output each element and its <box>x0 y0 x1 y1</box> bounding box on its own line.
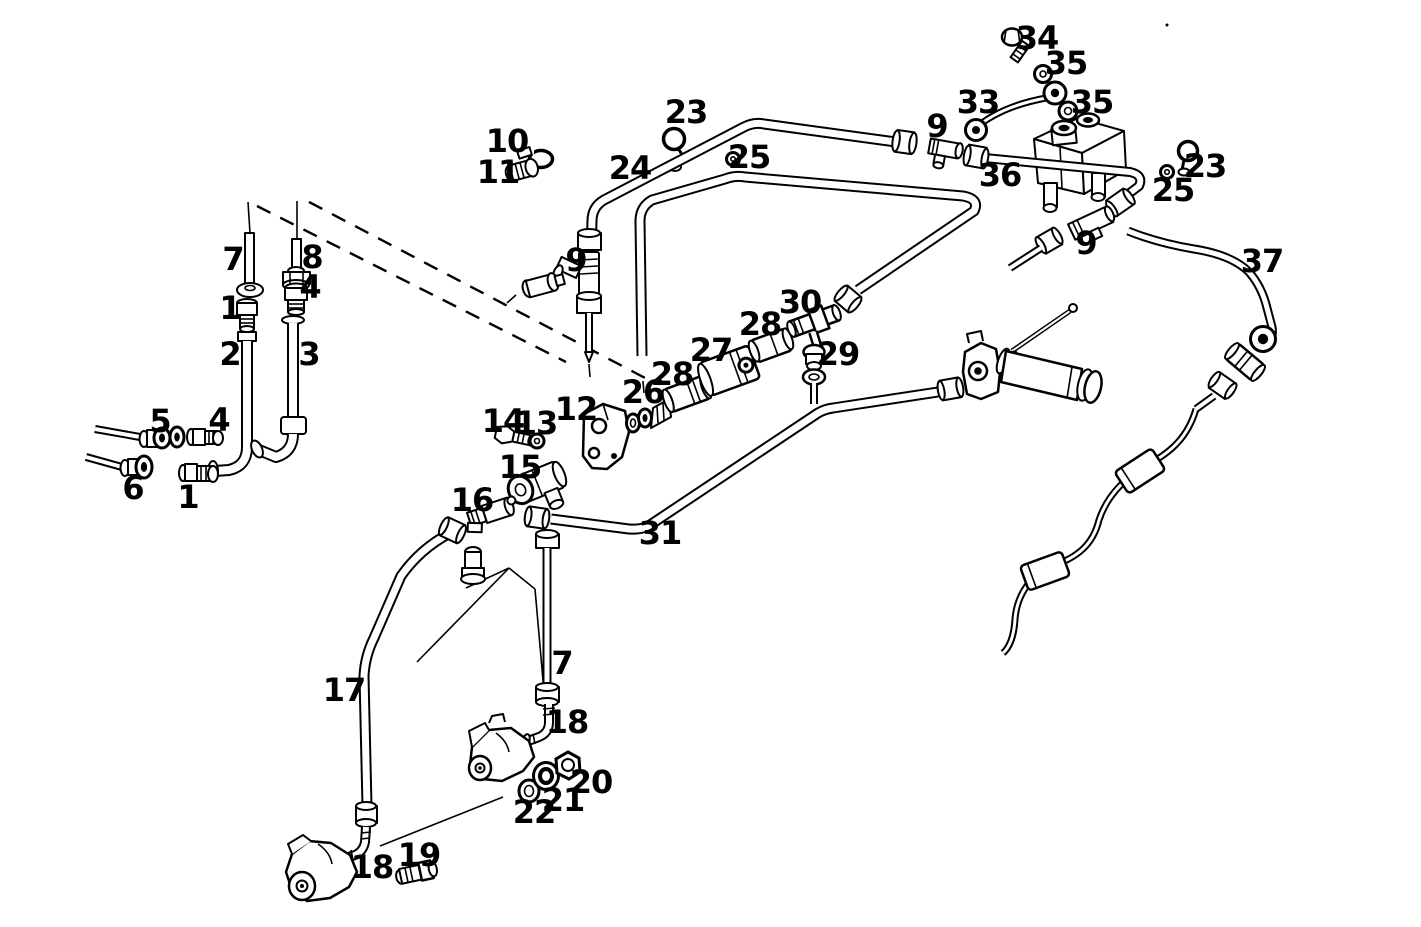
washer-13 <box>528 432 546 450</box>
flare-nut-31-left <box>523 505 551 530</box>
ghost-mount-outline <box>416 546 546 704</box>
print-speck <box>1165 23 1169 27</box>
banjo-eye-37 <box>1249 325 1277 353</box>
pipe-24 <box>585 117 897 252</box>
left-pipe-assembly <box>84 232 311 483</box>
plug-11 <box>504 157 539 182</box>
union-27 <box>697 345 761 397</box>
center-fittings <box>466 284 863 534</box>
nut-25-right <box>1159 164 1175 180</box>
bottom-assembly <box>284 516 582 903</box>
bolt-8 <box>282 238 311 291</box>
pipe-25-run <box>634 170 982 357</box>
hose-sleeve-lower <box>1019 551 1071 591</box>
tee-fitting-9-left <box>552 228 602 363</box>
bolt-7 <box>236 232 264 298</box>
nut-25-left <box>725 151 741 167</box>
pipe-7-vertical <box>535 529 560 707</box>
fitting-19 <box>395 859 439 885</box>
flare-nut-25-run-end <box>833 284 863 314</box>
union-28-upper <box>747 327 795 363</box>
bolt-14 <box>493 425 535 447</box>
flare-nut-31-right <box>936 376 965 402</box>
pin-fitting <box>521 272 566 299</box>
bracket-12 <box>581 402 631 471</box>
fitting-15 <box>506 460 568 510</box>
pipe-17 <box>355 516 468 828</box>
top-right-assembly <box>891 23 1200 272</box>
hose-sleeve-upper <box>1114 448 1166 494</box>
fitting-4-lower <box>186 428 224 446</box>
fitting-1-upper <box>236 298 258 333</box>
union-37 <box>1224 342 1266 382</box>
bleeder-fitting <box>460 546 486 585</box>
flare-nut-37 <box>1207 370 1238 401</box>
pipe-36 <box>962 143 1146 218</box>
valve-body-bottom-left <box>284 834 359 903</box>
fitting-29 <box>801 343 827 404</box>
nut-20 <box>554 750 582 781</box>
washer-35-upper <box>1033 64 1053 84</box>
banjo-hose-33 <box>964 80 1068 142</box>
washer-21 <box>532 761 560 791</box>
top-middle-assembly <box>504 117 982 363</box>
fitting-4-upper <box>284 282 308 316</box>
hose-5 <box>94 425 186 450</box>
fitting-1-lower <box>178 463 219 483</box>
bolt-34 <box>1000 27 1031 64</box>
fitting-16 <box>466 495 517 534</box>
tee-fitting-9-right <box>1007 205 1116 272</box>
washer-35-lower <box>1057 100 1079 122</box>
pipe-31-assembly <box>523 303 1103 535</box>
hose-6 <box>84 453 154 480</box>
flare-nut-24-right <box>891 128 918 156</box>
tee-fitting-9-top <box>927 137 964 170</box>
pipe-37-assembly <box>1000 226 1277 656</box>
slave-cylinder <box>961 303 1103 404</box>
valve-body-middle <box>467 713 536 783</box>
pipe-2 <box>207 331 257 482</box>
clip-23-right <box>1176 139 1200 177</box>
pipe-3 <box>250 315 307 463</box>
washer-22 <box>517 778 541 804</box>
